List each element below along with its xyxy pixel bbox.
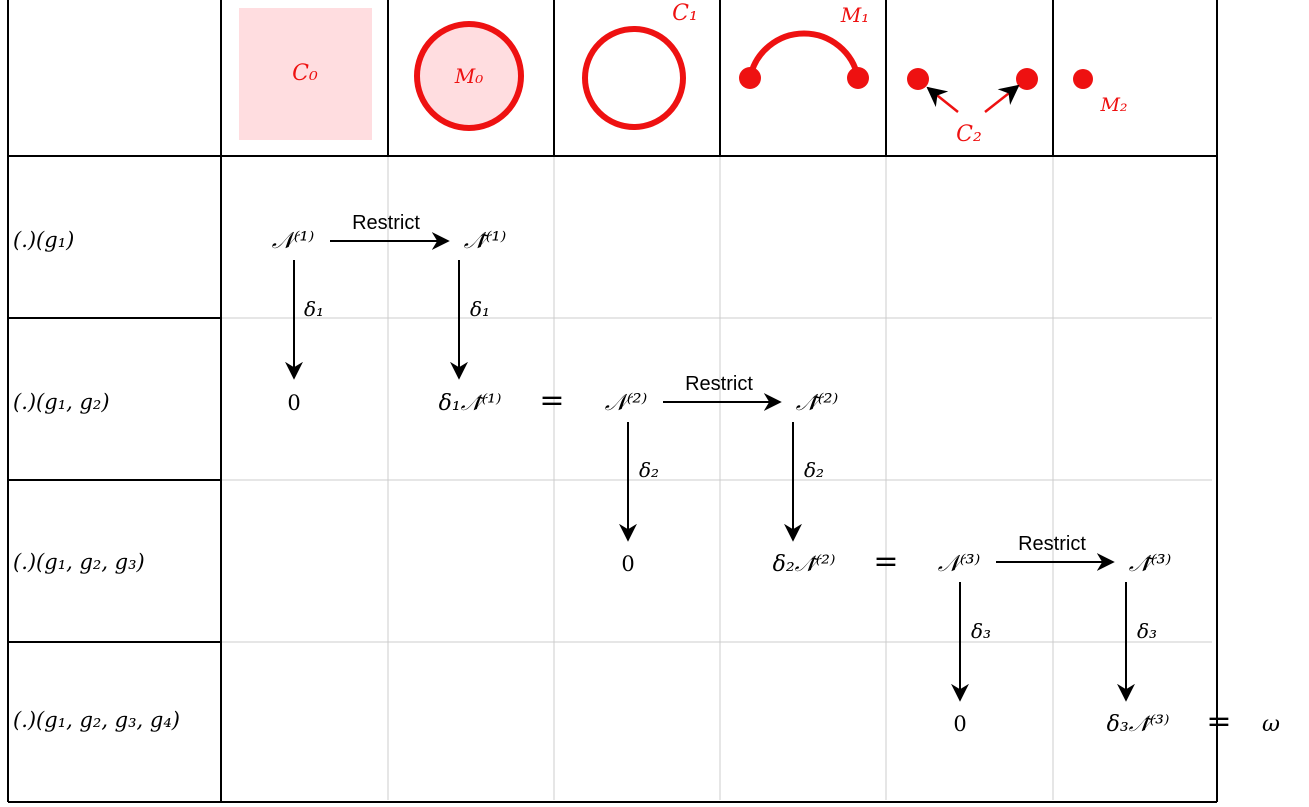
m2-label: M₂ bbox=[1099, 94, 1127, 116]
arrow-to-left-point-icon bbox=[926, 86, 959, 113]
delta3-label-left: δ₃ bbox=[971, 619, 991, 643]
delta3-label-right: δ₃ bbox=[1137, 619, 1157, 643]
c1-label: C₁ bbox=[672, 1, 698, 26]
equals-1: = bbox=[539, 383, 564, 418]
arc-endpoint-right-icon bbox=[847, 67, 869, 89]
arc-icon bbox=[747, 30, 861, 79]
d1nt1-node: δ₁𝒩̃⁽¹⁾ bbox=[439, 391, 502, 416]
point-icon bbox=[1073, 69, 1093, 89]
restrict-label-3: Restrict bbox=[1018, 533, 1086, 555]
c0-label: C₀ bbox=[292, 61, 318, 86]
n2-node: 𝒩⁽²⁾ bbox=[605, 390, 648, 416]
table-borders bbox=[7, 0, 1218, 803]
zero-2: 0 bbox=[621, 552, 634, 576]
header-c1: C₁ bbox=[582, 1, 698, 130]
delta1-label-right: δ₁ bbox=[470, 297, 490, 321]
equals-2: = bbox=[873, 544, 898, 579]
nt3-node: 𝒩̃⁽³⁾ bbox=[1129, 551, 1172, 577]
n3-node: 𝒩⁽³⁾ bbox=[938, 551, 981, 577]
header-m1: M₁ bbox=[739, 3, 869, 89]
nt2-node: 𝒩̃⁽²⁾ bbox=[796, 390, 839, 416]
pink-square-icon bbox=[239, 8, 372, 140]
delta2-label-left: δ₂ bbox=[639, 458, 659, 482]
d3nt3-node: δ₃𝒩̃⁽³⁾ bbox=[1107, 712, 1170, 737]
zero-3: 0 bbox=[953, 712, 966, 736]
zero-1: 0 bbox=[287, 391, 300, 415]
diagram-block-3: 𝒩⁽³⁾ Restrict 𝒩̃⁽³⁾ δ₃ δ₃ 0 δ₃𝒩̃⁽³⁾ = ω bbox=[938, 533, 1280, 739]
m1-label: M₁ bbox=[840, 3, 870, 27]
filled-disc-icon bbox=[414, 21, 524, 131]
restrict-label-2: Restrict bbox=[685, 373, 753, 395]
circle-icon bbox=[582, 26, 686, 130]
equals-3: = bbox=[1206, 704, 1231, 739]
header-c0: C₀ bbox=[239, 8, 372, 140]
row-labels: (.)(g₁) (.)(g₁, g₂) (.)(g₁, g₂, g₃) (.)(… bbox=[13, 228, 180, 732]
row-label-4: (.)(g₁, g₂, g₃, g₄) bbox=[13, 708, 180, 732]
row-label-2: (.)(g₁, g₂) bbox=[13, 390, 110, 414]
point-left-icon bbox=[907, 68, 929, 90]
arrow-to-right-point-icon bbox=[984, 84, 1020, 113]
background-grid bbox=[220, 157, 1212, 800]
header-c2: C₂ bbox=[907, 68, 1038, 147]
n1-node: 𝒩⁽¹⁾ bbox=[272, 228, 315, 254]
omega-node: ω bbox=[1262, 712, 1280, 737]
diagram-block-2: 𝒩⁽²⁾ Restrict 𝒩̃⁽²⁾ δ₂ δ₂ 0 δ₂𝒩̃⁽²⁾ = bbox=[605, 373, 899, 579]
arc-endpoint-left-icon bbox=[739, 67, 761, 89]
delta2-label-right: δ₂ bbox=[804, 458, 824, 482]
delta1-label-left: δ₁ bbox=[304, 297, 324, 321]
row-label-3: (.)(g₁, g₂, g₃) bbox=[13, 550, 145, 574]
m0-label: M₀ bbox=[454, 64, 484, 88]
header-m2: M₂ bbox=[1073, 69, 1128, 116]
nt1-node: 𝒩̃⁽¹⁾ bbox=[464, 228, 507, 254]
point-right-icon bbox=[1016, 68, 1038, 90]
restrict-label-1: Restrict bbox=[352, 212, 420, 234]
row-label-1: (.)(g₁) bbox=[13, 228, 74, 252]
c2-label: C₂ bbox=[956, 122, 982, 147]
header-m0: M₀ bbox=[414, 21, 524, 131]
d2nt2-node: δ₂𝒩̃⁽²⁾ bbox=[773, 552, 836, 577]
diagram-block-1: 𝒩⁽¹⁾ Restrict 𝒩̃⁽¹⁾ δ₁ δ₁ 0 δ₁𝒩̃⁽¹⁾ = bbox=[272, 212, 565, 418]
